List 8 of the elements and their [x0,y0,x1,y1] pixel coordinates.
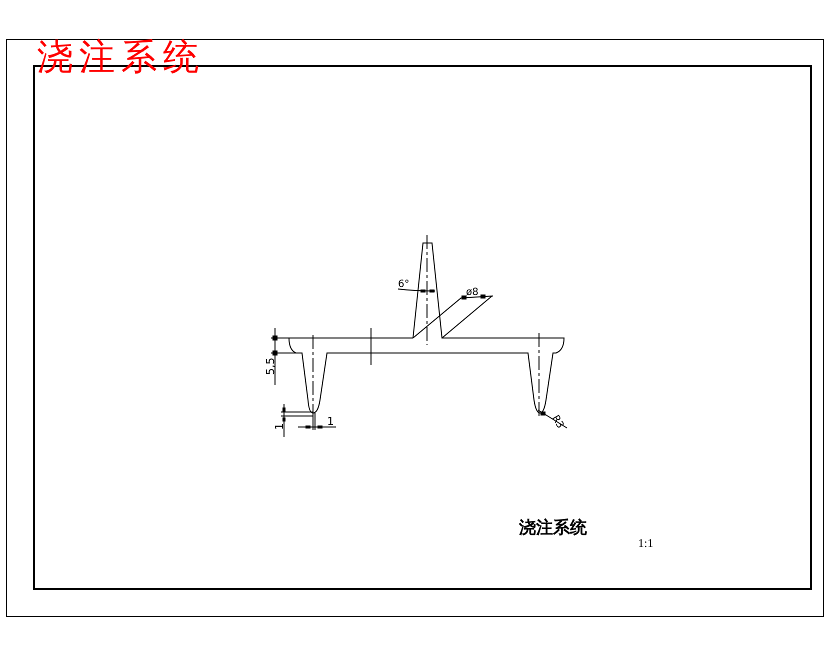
dimension-text: 6° [398,280,410,290]
drawing-title: 浇注系统 [519,520,587,537]
dimension-text: 5,5 [265,358,276,375]
dimension-text: ø8 [466,288,478,298]
dimension-text: 1 [274,423,285,430]
dimension-text: R3 [549,414,565,431]
dimension-text: 1 [327,416,334,427]
scale-label: 1:1 [638,537,654,549]
